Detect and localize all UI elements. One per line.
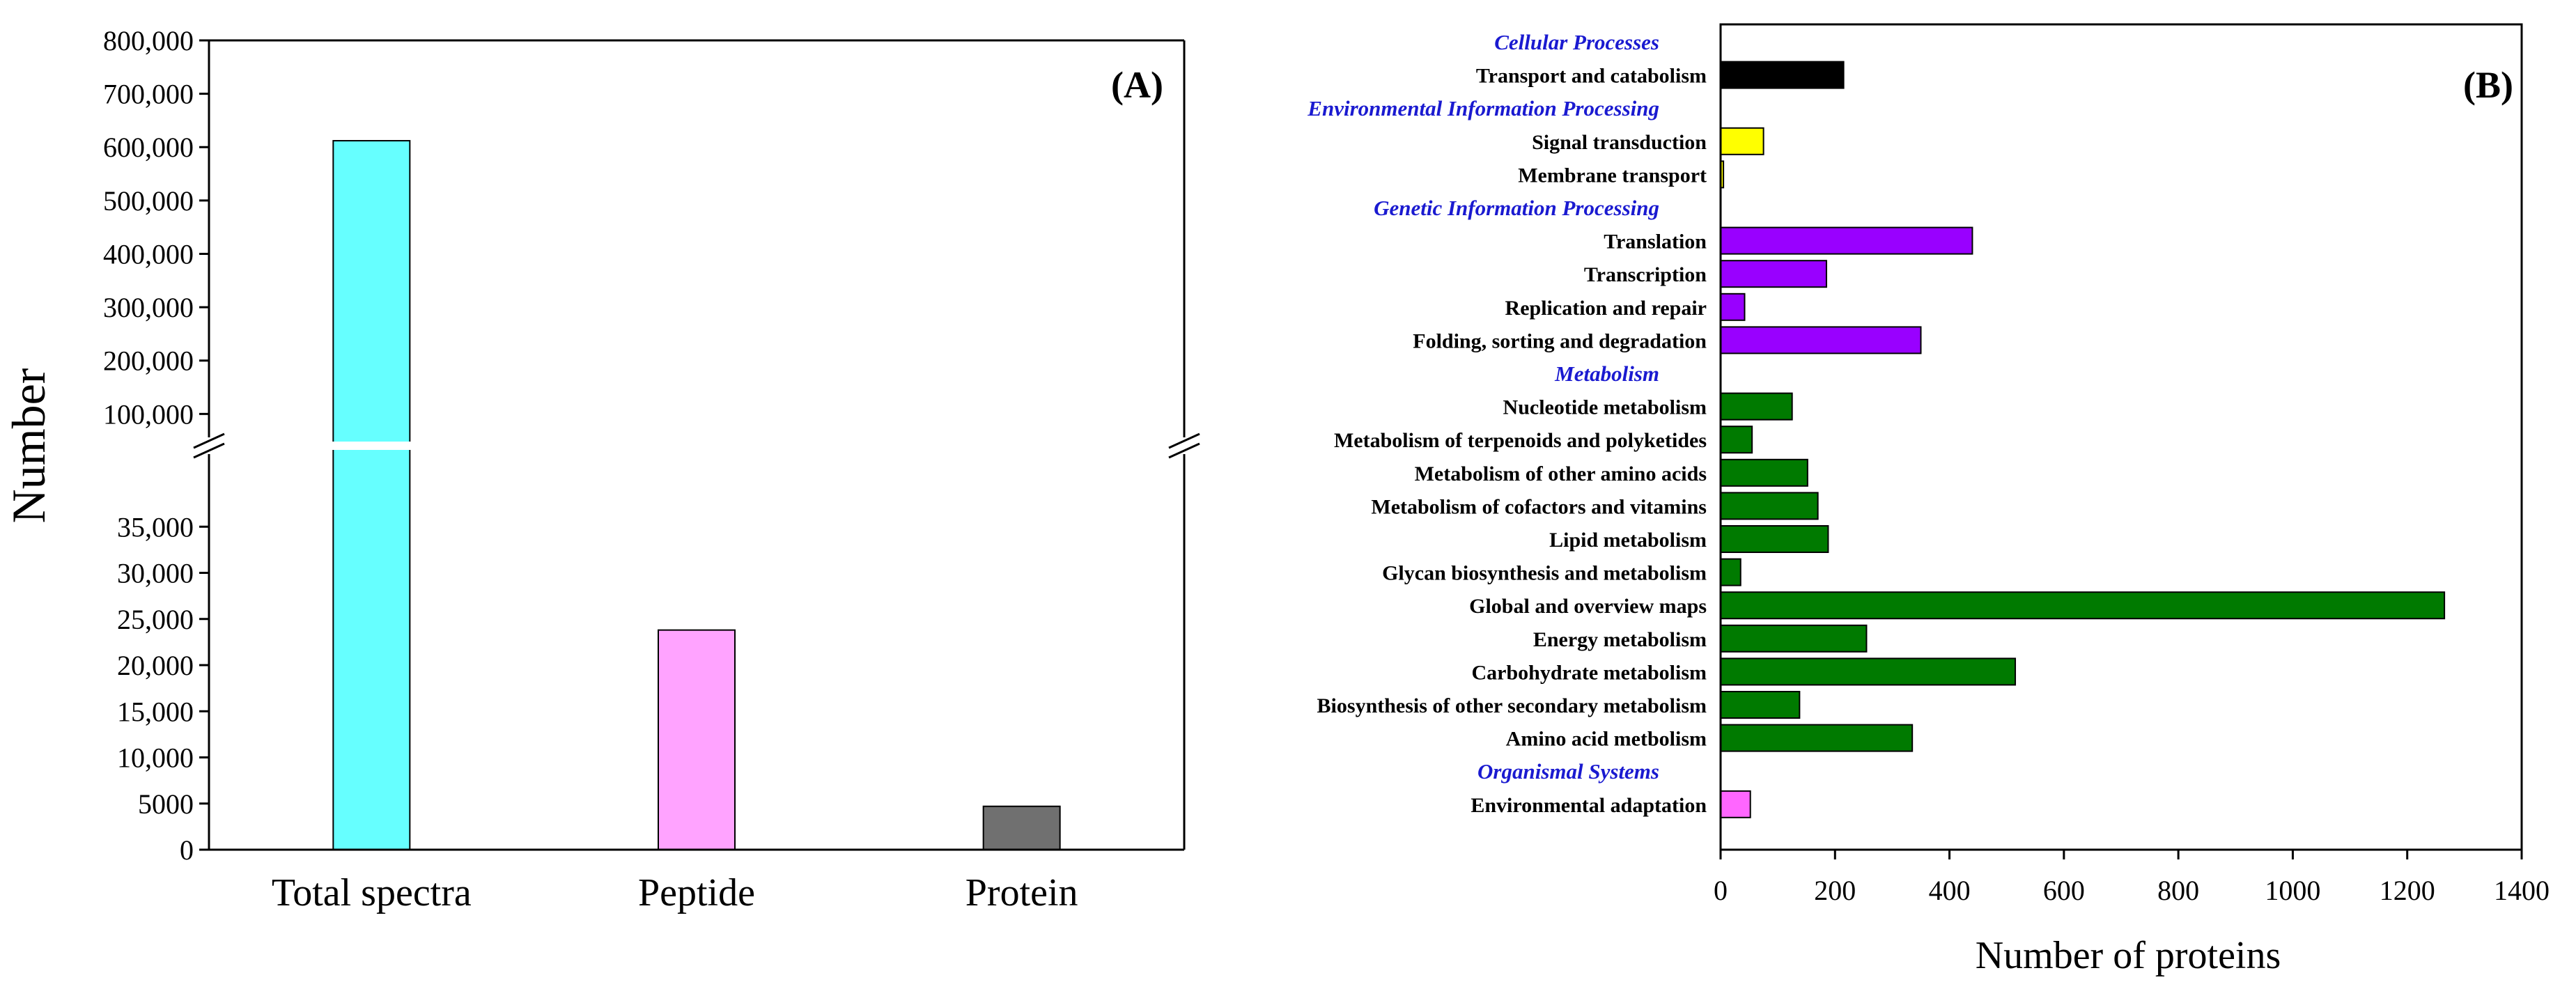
panel-a-x-ticks: Total spectra Peptide Protein xyxy=(272,871,1078,914)
bar-metabolism-of-other-amino-acids xyxy=(1720,458,1808,487)
y-tick-label: 700,000 xyxy=(103,79,194,110)
bar-protein xyxy=(982,805,1061,850)
y-tick-label: 300,000 xyxy=(103,292,194,323)
bar-energy-metabolism xyxy=(1720,624,1868,653)
bar-nucleotide-metabolism xyxy=(1720,392,1793,421)
group-header-genetic-information-processing: Genetic Information Processing xyxy=(1374,196,1659,220)
bar-lipid-metabolism xyxy=(1720,525,1829,553)
category-label: Metabolism of other amino acids xyxy=(1415,462,1707,485)
y-tick-label: 0 xyxy=(180,834,194,866)
panel-b-x-axis-label: Number of proteins xyxy=(1976,934,2281,977)
right-axis-break-mark xyxy=(1168,442,1200,459)
x-tick-label: Total spectra xyxy=(272,871,472,914)
category-label: Lipid metabolism xyxy=(1549,529,1707,552)
panel-a-chart: 0 5000 10,000 15,000 20,000 25,000 30,000 35,00… xyxy=(2,25,1200,914)
left-axis-break-mark xyxy=(193,433,225,449)
y-tick-label: 20,000 xyxy=(117,650,194,681)
bar-peptide xyxy=(658,629,736,851)
category-label: Transport and catabolism xyxy=(1476,65,1707,88)
x-tick-label: 1200 xyxy=(2380,875,2435,906)
x-tick-label: 600 xyxy=(2043,875,2085,906)
y-tick-label: 10,000 xyxy=(117,742,194,774)
panel-a-y-ticks: 0 5000 10,000 15,000 20,000 25,000 30,000 35,00… xyxy=(103,25,209,866)
x-tick-label: 400 xyxy=(1929,875,1971,906)
panel-a-axes xyxy=(193,39,1200,851)
category-label: Energy metabolism xyxy=(1533,628,1707,651)
x-tick-label: 200 xyxy=(1814,875,1856,906)
category-label: Membrane transport xyxy=(1518,164,1707,187)
bar-signal-transduction xyxy=(1720,127,1764,155)
y-tick-label: 5000 xyxy=(138,788,194,820)
group-header-environmental-information-processing: Environmental Information Processing xyxy=(1307,96,1659,120)
group-header-metabolism: Metabolism xyxy=(1554,361,1659,386)
category-label: Folding, sorting and degradation xyxy=(1413,329,1707,352)
category-label: Replication and repair xyxy=(1505,297,1707,320)
x-tick-label: Peptide xyxy=(638,871,755,914)
bar-transcription xyxy=(1720,260,1827,288)
y-tick-label: 30,000 xyxy=(117,558,194,589)
category-label: Environmental adaptation xyxy=(1471,794,1707,817)
category-label: Global and overview maps xyxy=(1469,595,1707,618)
plot-frame xyxy=(1719,23,2523,851)
axis-break-gap-total-spectra xyxy=(330,442,413,450)
bar-environmental-adaptation xyxy=(1720,790,1751,818)
bar-metabolism-of-cofactors-and-vitamins xyxy=(1720,492,1819,520)
bar-metabolism-of-terpenoids-and-polyketides xyxy=(1720,426,1753,454)
bar-replication-and-repair xyxy=(1720,293,1746,321)
x-tick-label: 800 xyxy=(2157,875,2199,906)
panel-b-x-ticks: 0 200 400 600 800 1000 1200 1400 xyxy=(1714,850,2550,906)
y-tick-label: 100,000 xyxy=(103,398,194,430)
y-tick-label: 25,000 xyxy=(117,604,194,635)
panel-b-bars xyxy=(1720,61,2446,818)
y-tick-label: 800,000 xyxy=(103,25,194,56)
panel-a-bars xyxy=(330,140,1061,851)
category-label: Metabolism of cofactors and vitamins xyxy=(1371,495,1707,518)
panel-a-y-axis-label: Number xyxy=(2,368,55,523)
bar-carbohydrate-metabolism xyxy=(1720,657,2017,686)
category-label: Amino acid metbolism xyxy=(1506,728,1707,751)
y-tick-label: 200,000 xyxy=(103,345,194,377)
x-tick-label: 0 xyxy=(1714,875,1728,906)
group-header-organismal-systems: Organismal Systems xyxy=(1477,759,1659,784)
x-tick-label: Protein xyxy=(965,871,1078,914)
left-axis-break-mark xyxy=(193,442,225,459)
y-tick-label: 600,000 xyxy=(103,132,194,163)
bar-translation xyxy=(1720,226,1973,255)
bar-transport-and-catabolism xyxy=(1720,61,1845,89)
right-axis-break-mark xyxy=(1168,433,1200,449)
group-header-cellular-processes: Cellular Processes xyxy=(1494,30,1659,54)
y-tick-label: 500,000 xyxy=(103,185,194,217)
category-label: Carbohydrate metabolism xyxy=(1472,661,1707,684)
category-label: Translation xyxy=(1604,231,1707,254)
x-tick-label: 1400 xyxy=(2494,875,2550,906)
panel-b-label: (B) xyxy=(2463,64,2513,106)
panel-b-axes xyxy=(1719,23,2523,851)
category-label: Signal transduction xyxy=(1532,131,1707,154)
category-label: Glycan biosynthesis and metabolism xyxy=(1382,562,1707,585)
panel-a-label: (A) xyxy=(1111,64,1163,106)
bar-global-and-overview-maps xyxy=(1720,591,2446,620)
y-tick-label: 15,000 xyxy=(117,696,194,727)
category-label: Nucleotide metabolism xyxy=(1503,396,1707,419)
bar-folding-sorting-and-degradation xyxy=(1720,326,1922,355)
bar-total-spectra xyxy=(332,140,411,850)
category-label: Transcription xyxy=(1584,263,1707,286)
category-label: Metabolism of terpenoids and polyketides xyxy=(1334,429,1707,452)
bar-amino-acid-metbolism xyxy=(1720,724,1914,752)
y-tick-label: 35,000 xyxy=(117,511,194,543)
y-tick-label: 400,000 xyxy=(103,238,194,270)
x-tick-label: 1000 xyxy=(2265,875,2320,906)
bar-glycan-biosynthesis-and-metabolism xyxy=(1720,558,1741,586)
bar-biosynthesis-of-other-secondary-metabolism xyxy=(1720,691,1801,719)
category-label: Biosynthesis of other secondary metaboli… xyxy=(1317,694,1707,717)
